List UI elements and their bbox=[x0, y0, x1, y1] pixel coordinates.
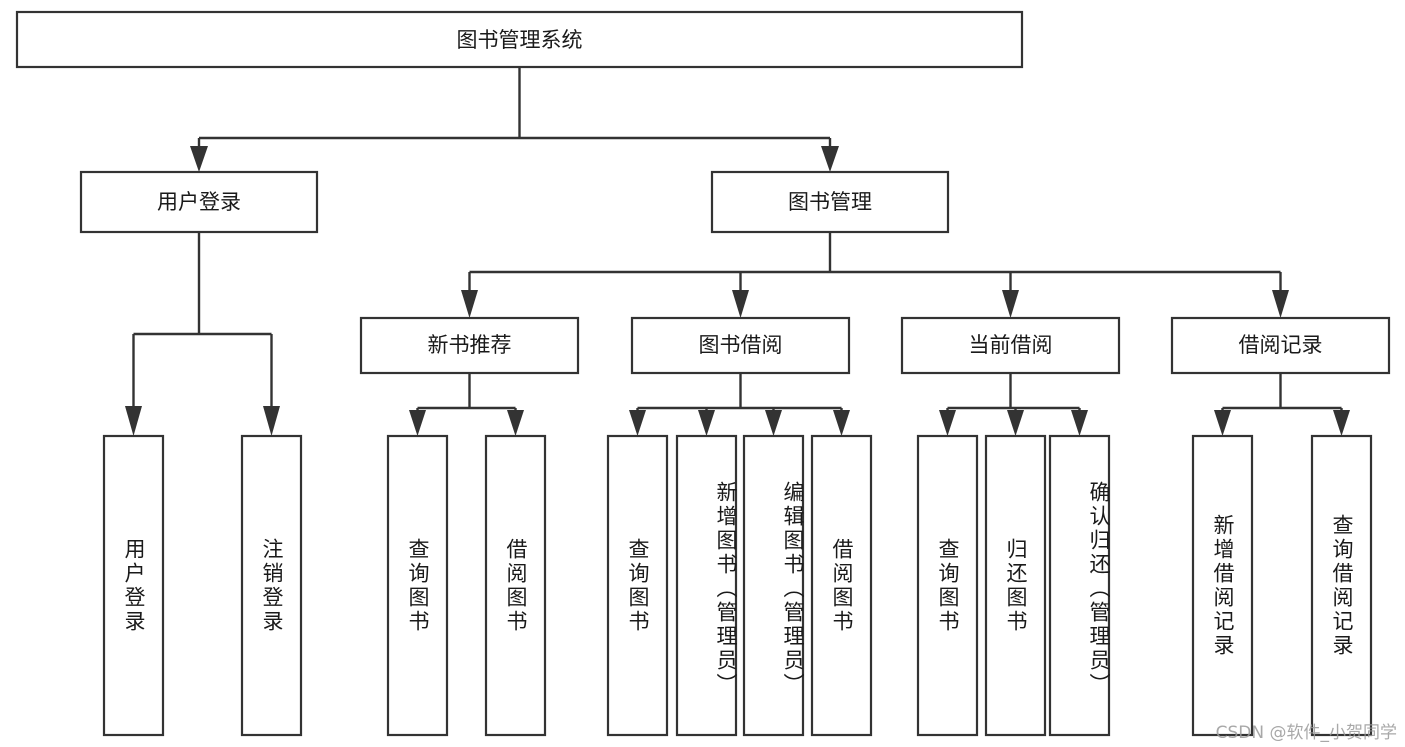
node-leaf-add-book-admin-box[interactable] bbox=[675, 434, 738, 737]
arrow-head-book-borrow bbox=[732, 290, 749, 318]
node-borrow-record-box[interactable] bbox=[1170, 316, 1391, 375]
arrow-head-borrow-record bbox=[1272, 290, 1289, 318]
node-leaf-query-book-borrow-box[interactable] bbox=[606, 434, 669, 737]
node-user-login-label: 用户登录 bbox=[157, 190, 241, 214]
node-leaf-borrow-book-box[interactable] bbox=[810, 434, 873, 737]
node-leaf-edit-book-admin-box[interactable] bbox=[742, 434, 805, 737]
node-book-manage-label: 图书管理 bbox=[788, 190, 872, 214]
node-book-manage-box[interactable] bbox=[710, 170, 950, 234]
node-leaf-add-borrow-record-box[interactable] bbox=[1191, 434, 1254, 737]
node-borrow-record-label: 借阅记录 bbox=[1239, 333, 1323, 357]
arrow-head-new-book-rec bbox=[461, 290, 478, 318]
node-root-box[interactable] bbox=[15, 10, 1024, 69]
node-user-login[interactable]: 用户登录 bbox=[79, 170, 319, 234]
node-leaf-query-borrow-record-box[interactable] bbox=[1310, 434, 1373, 737]
arrow-head-leaf-add-borrow-record bbox=[1214, 410, 1231, 436]
node-leaf-user-login-box[interactable] bbox=[102, 434, 165, 737]
connector-borrow-record-to-leaves bbox=[1214, 373, 1350, 436]
node-book-manage[interactable]: 图书管理 bbox=[710, 170, 950, 234]
arrow-head-leaf-borrow-book-rec bbox=[507, 410, 524, 436]
leaf-boxes bbox=[102, 434, 1373, 737]
node-new-book-rec[interactable]: 新书推荐 bbox=[359, 316, 580, 375]
node-leaf-return-book-box[interactable] bbox=[984, 434, 1047, 737]
node-current-borrow[interactable]: 当前借阅 bbox=[900, 316, 1121, 375]
connector-new-book-rec-to-leaves bbox=[409, 373, 524, 436]
node-leaf-query-book-current-box[interactable] bbox=[916, 434, 979, 737]
arrow-head-leaf-confirm-return-admin bbox=[1071, 410, 1088, 436]
arrow-head-leaf-query-book-current bbox=[939, 410, 956, 436]
node-leaf-user-logout-box[interactable] bbox=[240, 434, 303, 737]
arrow-head-book-manage bbox=[821, 146, 839, 172]
node-book-borrow-box[interactable] bbox=[630, 316, 851, 375]
node-new-book-rec-box[interactable] bbox=[359, 316, 580, 375]
arrow-head-user-login bbox=[190, 146, 208, 172]
node-leaf-borrow-book-rec-box[interactable] bbox=[484, 434, 547, 737]
arrow-head-current-borrow bbox=[1002, 290, 1019, 318]
arrow-head-leaf-return-book bbox=[1007, 410, 1024, 436]
node-leaf-query-book-rec-box[interactable] bbox=[386, 434, 449, 737]
arrow-head-leaf-query-book-rec bbox=[409, 410, 426, 436]
node-root[interactable]: 图书管理系统 bbox=[15, 10, 1024, 69]
node-leaf-confirm-return-admin-box[interactable] bbox=[1048, 434, 1111, 737]
node-root-label: 图书管理系统 bbox=[457, 28, 583, 52]
arrow-head-leaf-query-borrow-record bbox=[1333, 410, 1350, 436]
arrow-head-leaf-query-book-borrow bbox=[629, 410, 646, 436]
node-book-borrow[interactable]: 图书借阅 bbox=[630, 316, 851, 375]
arrow-head-leaf-borrow-book bbox=[833, 410, 850, 436]
arrow-head-leaf-user-logout bbox=[263, 406, 280, 436]
connector-book-borrow-to-leaves bbox=[629, 373, 850, 436]
node-borrow-record[interactable]: 借阅记录 bbox=[1170, 316, 1391, 375]
arrow-head-leaf-edit-book-admin bbox=[765, 410, 782, 436]
connector-root-to-level1 bbox=[190, 67, 839, 172]
arrow-head-leaf-user-login bbox=[125, 406, 142, 436]
connector-book-manage-to-level2 bbox=[461, 232, 1289, 318]
connector-current-borrow-to-leaves bbox=[939, 373, 1088, 436]
node-current-borrow-label: 当前借阅 bbox=[969, 333, 1053, 357]
node-current-borrow-box[interactable] bbox=[900, 316, 1121, 375]
node-user-login-box[interactable] bbox=[79, 170, 319, 234]
node-new-book-rec-label: 新书推荐 bbox=[428, 333, 512, 357]
node-book-borrow-label: 图书借阅 bbox=[699, 333, 783, 357]
arrow-head-leaf-add-book-admin bbox=[698, 410, 715, 436]
connector-user-login-to-leaves bbox=[125, 232, 280, 436]
